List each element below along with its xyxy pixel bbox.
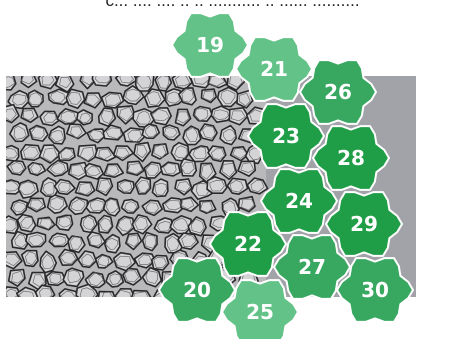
hex-tile-label: 19 xyxy=(196,33,224,57)
paving-stone xyxy=(104,307,123,324)
hex-tile-label: 20 xyxy=(183,278,211,302)
hex-tile-label: 28 xyxy=(337,146,365,170)
hex-tile-label: 21 xyxy=(260,57,288,81)
paving-stone-bevel xyxy=(106,310,120,322)
hex-tile-label: 23 xyxy=(272,124,300,148)
hex-tile-label: 26 xyxy=(324,80,352,104)
hex-tile-label: 27 xyxy=(298,255,326,279)
paving-stone-bevel xyxy=(145,306,159,319)
paving-stone-bevel xyxy=(53,308,67,319)
paving-stone xyxy=(171,143,189,162)
paving-stone-bevel xyxy=(15,305,29,319)
hex-tile-label: 30 xyxy=(361,278,389,302)
hex-tile-label: 25 xyxy=(246,300,274,324)
paving-stone xyxy=(0,74,16,90)
paving-stone xyxy=(49,306,68,322)
paving-stone-bevel xyxy=(129,307,141,318)
paving-stone xyxy=(128,306,144,321)
paving-stone xyxy=(68,307,88,325)
hex-tile-label: 29 xyxy=(350,212,378,236)
paving-stone xyxy=(30,307,50,323)
paving-stone xyxy=(11,302,32,322)
paving-stone-bevel xyxy=(72,310,86,322)
paving-stone-bevel xyxy=(88,306,101,318)
hex-tile-label: 22 xyxy=(234,232,262,256)
paving-stone xyxy=(143,304,161,323)
paving-stone-bevel xyxy=(32,309,47,321)
paving-stone xyxy=(87,303,106,322)
paving-stone xyxy=(98,292,116,308)
paving-stone xyxy=(142,124,159,138)
paving-stone xyxy=(131,291,151,305)
hex-tile-label: 24 xyxy=(285,189,313,213)
